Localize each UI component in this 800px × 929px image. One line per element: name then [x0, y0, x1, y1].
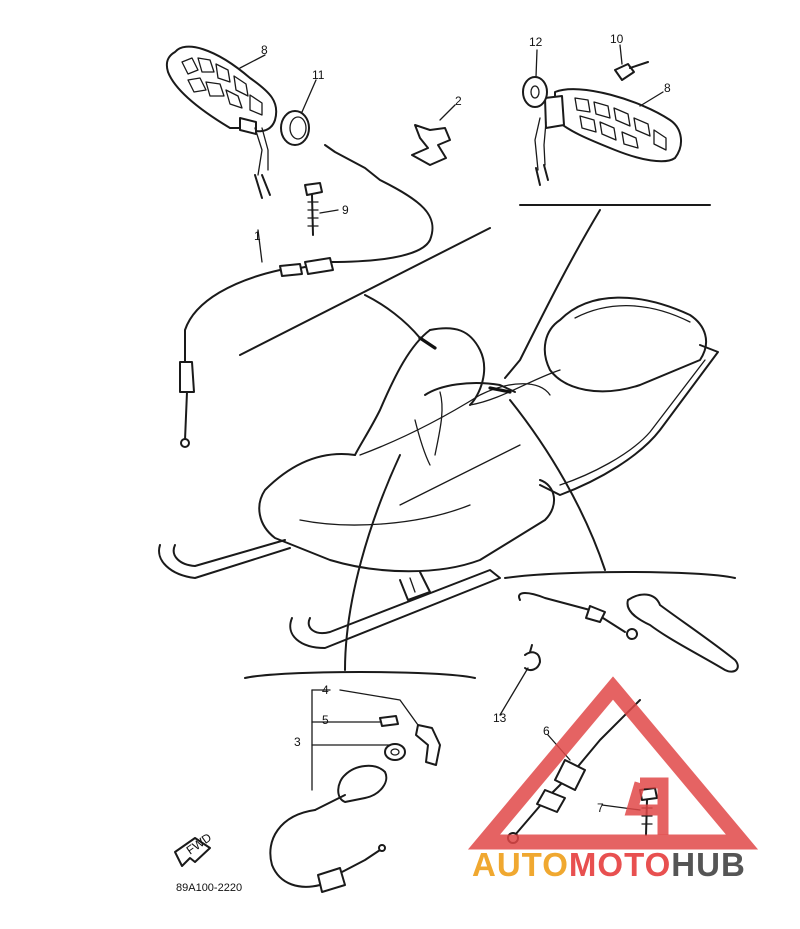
left-grip	[165, 45, 278, 199]
callout-5: 5	[322, 713, 329, 727]
washer-part	[522, 76, 548, 108]
watermark-text: AUTOMOTOHUB	[472, 846, 746, 884]
callout-1: 1	[254, 229, 261, 243]
watermark-auto: AUTO	[472, 846, 569, 883]
callout-11: 11	[312, 68, 325, 82]
callout-4: 4	[322, 683, 329, 697]
diagram-code: 89A100-2220	[176, 882, 242, 894]
callout-12: 12	[529, 35, 543, 49]
bolt-part	[614, 61, 649, 81]
watermark-moto: MOTO	[568, 846, 672, 883]
screw-part	[304, 182, 323, 236]
clip-part	[411, 124, 451, 166]
right-grip	[534, 88, 682, 186]
lever-assembly	[269, 689, 441, 893]
handlebar	[414, 336, 516, 466]
callout-8-right: 8	[664, 81, 671, 95]
throttle-cable	[179, 144, 434, 448]
watermark-logo	[467, 676, 759, 850]
callout-2: 2	[455, 94, 462, 108]
fwd-arrow: FWD	[174, 830, 214, 867]
watermark-hub: HUB	[671, 846, 746, 883]
brake-lever-assembly	[518, 592, 739, 673]
callout-6: 6	[543, 724, 550, 738]
callout-10: 10	[610, 32, 624, 46]
callout-3: 3	[294, 735, 301, 749]
callout-7: 7	[597, 801, 604, 815]
callout-8-left: 8	[261, 43, 268, 57]
callout-9: 9	[342, 203, 349, 217]
small-clip-part	[524, 644, 541, 671]
snowmobile-body	[258, 296, 719, 573]
brake-cable	[507, 699, 641, 844]
leader-lines	[239, 204, 736, 679]
ring-part	[280, 110, 310, 146]
callout-13: 13	[493, 711, 507, 725]
skis	[158, 539, 501, 649]
